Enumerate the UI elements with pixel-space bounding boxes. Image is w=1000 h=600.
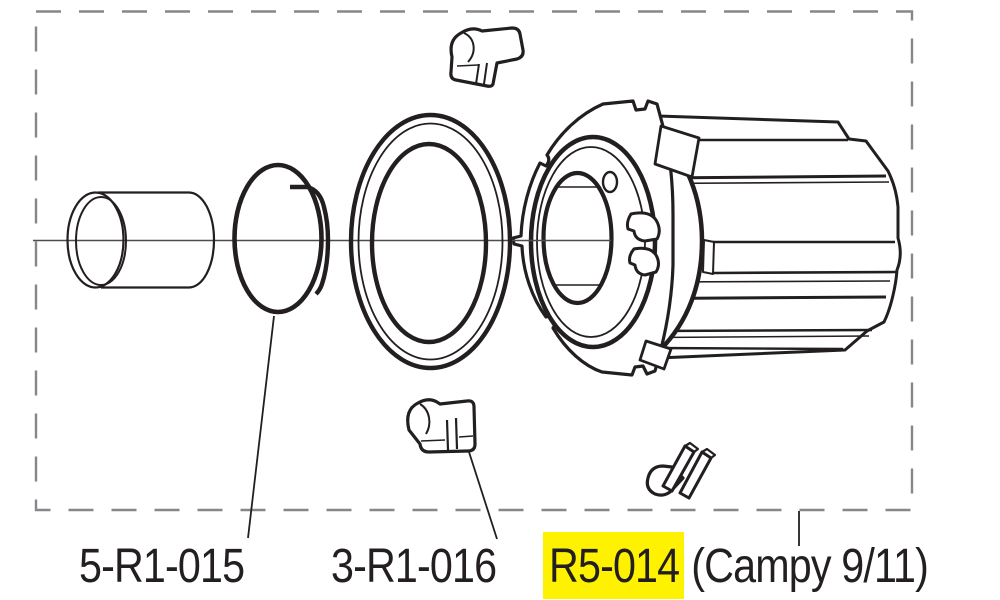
pawl-bottom-right [645, 441, 717, 500]
pawl-top [449, 26, 525, 88]
pawl-bottom [406, 398, 477, 454]
mid-spline-endcap [702, 239, 715, 275]
spacer-bushing [66, 191, 216, 289]
dashed-border [34, 10, 914, 512]
seal-ring [348, 112, 513, 371]
pawl-pocket [625, 211, 661, 277]
snap-ring [232, 162, 331, 315]
spring-hole [601, 170, 619, 194]
leader-line-snap-ring [247, 315, 275, 539]
spline-endcap-bottom [638, 339, 673, 371]
leader-line-pawl [468, 451, 498, 540]
spline-endcap-top [653, 124, 701, 179]
bore [541, 170, 614, 306]
freehub-body [511, 99, 902, 377]
